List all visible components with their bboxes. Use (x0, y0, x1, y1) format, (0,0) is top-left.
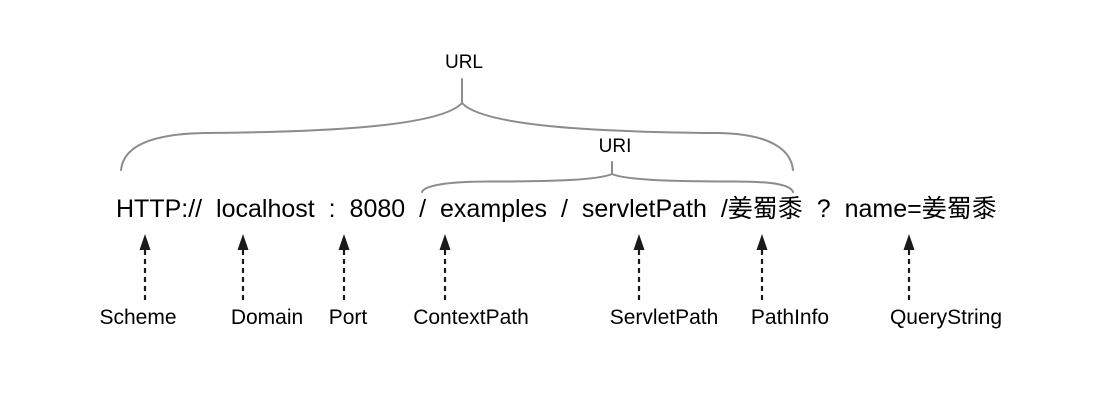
arrow-head-icon (237, 234, 249, 250)
pointer-arrow-contextpath (439, 234, 451, 300)
segment-label-scheme: Scheme (99, 306, 177, 329)
pointer-arrow-scheme (139, 234, 151, 300)
arrow-head-icon (756, 234, 768, 250)
segment-label-port: Port (328, 306, 368, 329)
uri-brace (421, 161, 794, 193)
segment-label-domain: Domain (230, 306, 304, 329)
pointer-arrow-querystring (903, 234, 915, 300)
url-brace-right-arm (461, 102, 794, 171)
arrow-head-icon (633, 234, 645, 250)
pointer-arrow-port (338, 234, 350, 300)
uri-brace-left-arm (421, 173, 613, 193)
arrow-head-icon (439, 234, 451, 250)
segment-label-pathinfo: PathInfo (750, 306, 830, 329)
uri-brace-right-arm (611, 173, 794, 193)
uri-brace-label: URI (598, 136, 632, 157)
segment-label-contextpath: ContextPath (413, 306, 529, 329)
segment-label-servletpath: ServletPath (609, 306, 719, 329)
url-brace-left-arm (120, 102, 463, 171)
arrow-head-icon (139, 234, 151, 250)
arrow-head-icon (338, 234, 350, 250)
pointer-arrow-domain (237, 234, 249, 300)
url-text: HTTP:// localhost : 8080 / examples / se… (116, 195, 997, 223)
pointer-arrow-servletpath (633, 234, 645, 300)
url-brace-label: URL (444, 52, 484, 73)
arrow-head-icon (903, 234, 915, 250)
segment-label-querystring: QueryString (889, 306, 1003, 329)
pointer-arrow-pathinfo (756, 234, 768, 300)
url-brace (120, 78, 794, 171)
